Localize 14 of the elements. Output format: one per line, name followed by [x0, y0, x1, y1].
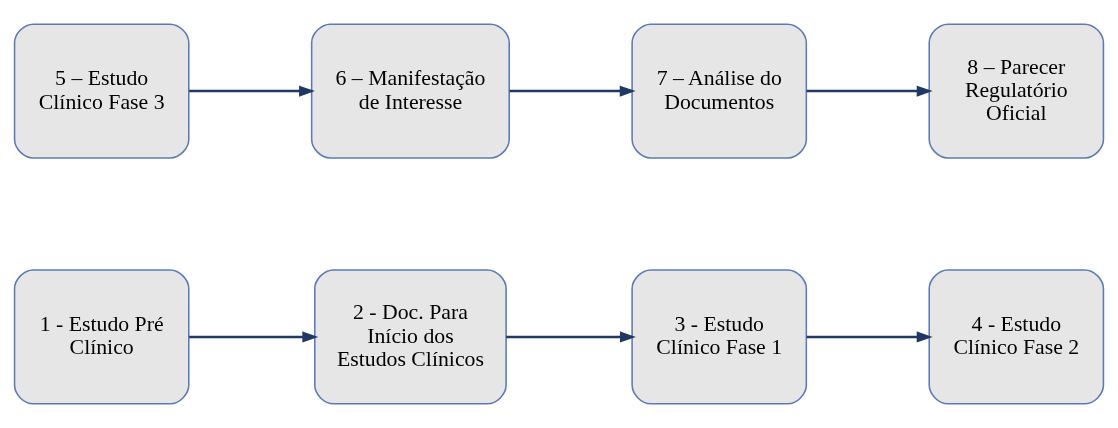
arrow [806, 85, 933, 97]
node-box: 1 - Estudo Pré Clínico [13, 269, 190, 405]
node-box: 4 - Estudo Clínico Fase 2 [928, 269, 1105, 405]
node-box: 6 – Manifestação de Interesse [310, 23, 510, 159]
arrow [189, 85, 315, 97]
node-box: 5 – Estudo Clínico Fase 3 [13, 23, 190, 159]
node-box: 7 – Análise do Documentos [631, 23, 808, 159]
node-box: 8 – Parecer Regulatório Oficial [928, 23, 1105, 159]
arrow [189, 331, 319, 343]
node-box: 2 - Doc. Para Início dos Estudos Clínicos [314, 269, 507, 405]
node-box: 3 - Estudo Clínico Fase 1 [631, 269, 808, 405]
arrow [509, 85, 636, 97]
arrow [506, 331, 636, 343]
arrow [806, 331, 933, 343]
